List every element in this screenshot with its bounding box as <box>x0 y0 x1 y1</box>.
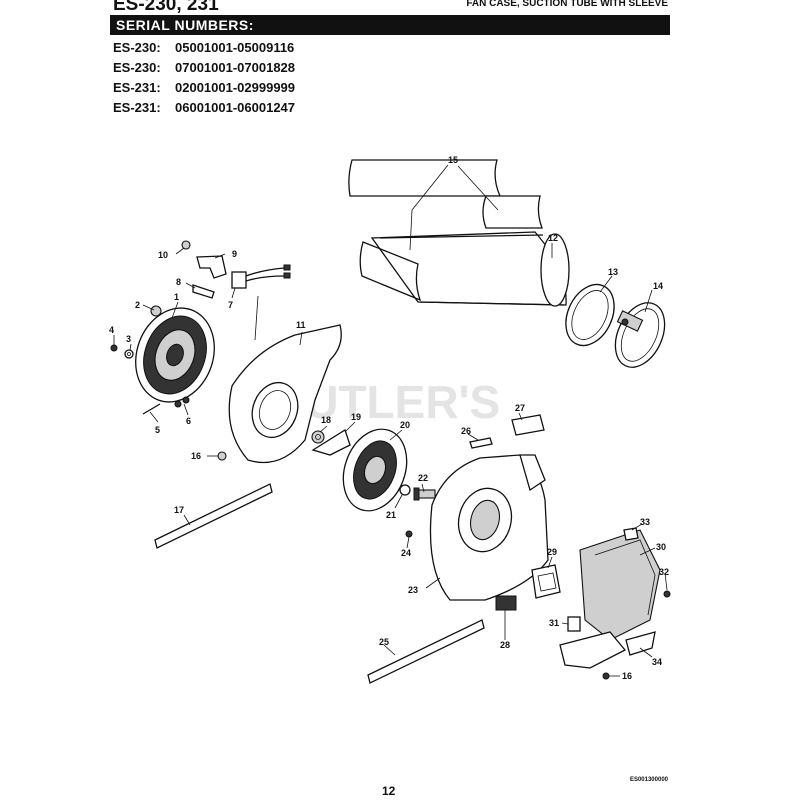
strip-25 <box>367 619 485 684</box>
pin-5 <box>142 403 161 415</box>
switch-7 <box>231 264 291 289</box>
callout: 9 <box>232 249 237 259</box>
serial-model: ES-231: <box>113 80 161 95</box>
callout: 16 <box>191 451 201 461</box>
callout: 6 <box>186 416 191 426</box>
document-code: ES001300000 <box>629 777 668 783</box>
screw-32 <box>663 590 671 598</box>
serial-range: 02001001-02999999 <box>175 80 296 95</box>
label-34 <box>625 631 656 656</box>
fan-20 <box>342 428 408 512</box>
washer-3 <box>124 349 134 359</box>
callout: 30 <box>656 542 666 552</box>
callout: 14 <box>653 281 663 291</box>
callout: 5 <box>155 425 160 435</box>
callout: 8 <box>176 277 181 287</box>
model-title: ES-230, 231 <box>113 0 219 15</box>
callout: 26 <box>461 426 471 436</box>
serial-range: 06001001-06001247 <box>175 100 296 115</box>
bolt-22 <box>413 487 436 501</box>
holder-9 <box>196 255 227 279</box>
callout: 20 <box>400 420 410 430</box>
screw-16 <box>217 451 227 461</box>
screw-10 <box>181 240 191 250</box>
callouts: 1 2 3 4 5 6 7 8 9 10 11 12 13 14 15 16 1… <box>109 155 669 681</box>
leader-lines <box>113 164 668 677</box>
callout: 27 <box>515 403 525 413</box>
callout: 19 <box>351 412 361 422</box>
recoil-starter-1 <box>135 307 215 403</box>
bracket-19 <box>311 429 351 456</box>
serial-range: 05001001-05009116 <box>175 40 295 55</box>
suction-tube-12 <box>370 231 570 307</box>
callout: 13 <box>608 267 618 277</box>
serial-row: ES-230: 07001001-07001828 <box>113 58 295 78</box>
grille-28 <box>495 595 517 611</box>
callout: 2 <box>135 300 140 310</box>
serial-heading: SERIAL NUMBERS: <box>116 17 254 33</box>
screw-6 <box>174 396 190 408</box>
strip-17 <box>154 483 273 549</box>
callout: 21 <box>386 510 396 520</box>
serial-heading-bar: SERIAL NUMBERS: <box>110 15 670 35</box>
callout: 4 <box>109 325 114 335</box>
filter-29 <box>531 564 561 599</box>
callout: 25 <box>379 637 389 647</box>
callout: 29 <box>547 547 557 557</box>
serial-row: ES-231: 06001001-06001247 <box>113 98 295 118</box>
callout: 18 <box>321 415 331 425</box>
callout: 31 <box>549 618 559 628</box>
washer-21 <box>399 484 411 496</box>
screw-2 <box>150 305 162 317</box>
callout: 7 <box>228 300 233 310</box>
callout: 17 <box>174 505 184 515</box>
serial-range: 07001001-07001828 <box>175 60 296 75</box>
clip-31 <box>567 616 581 632</box>
serial-model: ES-230: <box>113 60 161 75</box>
plate-8 <box>192 284 215 299</box>
callout: 34 <box>652 657 662 667</box>
callout: 3 <box>126 334 131 344</box>
callout: 10 <box>158 250 168 260</box>
section-title: FAN CASE, SUCTION TUBE WITH SLEEVE <box>466 0 668 9</box>
screw-24 <box>405 530 413 538</box>
page-number: 12 <box>382 784 396 798</box>
label-27 <box>511 414 545 436</box>
screw-16b <box>602 672 610 680</box>
callout: 1 <box>174 292 179 302</box>
fan-cover-11 <box>228 324 342 464</box>
callout: 23 <box>408 585 418 595</box>
serial-row: ES-231: 02001001-02999999 <box>113 78 295 98</box>
serial-model: ES-230: <box>113 40 161 55</box>
sleeve-part-15 <box>348 159 543 302</box>
callout: 32 <box>659 567 669 577</box>
bottom-shroud <box>559 631 627 669</box>
screw-4 <box>110 344 118 352</box>
callout: 28 <box>500 640 510 650</box>
serial-model: ES-231: <box>113 100 161 115</box>
label-26 <box>469 437 493 449</box>
callout: 12 <box>548 233 558 243</box>
callout: 16 <box>622 671 632 681</box>
callout: 33 <box>640 517 650 527</box>
fan-case-23 <box>429 454 549 601</box>
callout: 15 <box>448 155 458 165</box>
serial-list: ES-230: 05001001-05009116 ES-230: 07001001… <box>113 38 295 118</box>
nut-18 <box>311 430 325 444</box>
sleeve-ring-13 <box>565 283 615 347</box>
label-33 <box>623 527 639 541</box>
cover-30 <box>579 529 661 641</box>
callout: 22 <box>418 473 428 483</box>
serial-row: ES-230: 05001001-05009116 <box>113 38 295 58</box>
callout: 24 <box>401 548 411 558</box>
callout: 11 <box>296 320 306 330</box>
hose-clamp-14 <box>614 302 666 368</box>
